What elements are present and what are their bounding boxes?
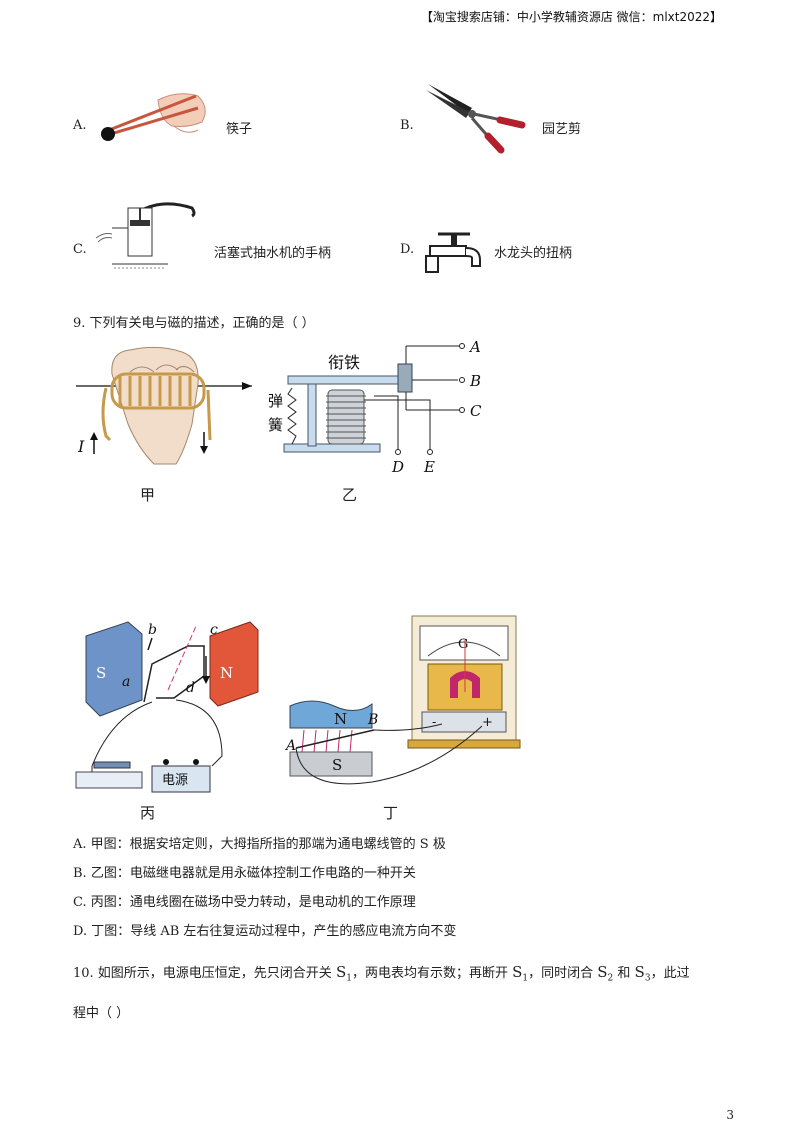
- page-number: 3: [726, 1108, 734, 1122]
- spring-label-1: 弹: [268, 392, 283, 410]
- fig-jia-ampere-rule: I: [76, 346, 252, 465]
- terminal-e: E: [423, 458, 435, 476]
- garden-shears-figure: [426, 84, 526, 154]
- wire-b: B: [367, 712, 378, 728]
- spring-label-2: 簧: [268, 416, 283, 434]
- terminal-a: A: [468, 340, 481, 356]
- point-c: c: [210, 622, 218, 638]
- option-b-letter: B.: [400, 118, 414, 133]
- fig-bing-motor: S N a b c d 电源: [75, 621, 259, 793]
- option-c-letter: C.: [73, 242, 87, 257]
- switch-s1-again: S1: [512, 963, 529, 984]
- q10-stem-line1: 10. 如图所示，电源电压恒定，先只闭合开关 S1，两电表均有示数；再断开 S1…: [73, 962, 690, 984]
- fig-yi-caption: 乙: [342, 486, 358, 504]
- faucet-figure: [425, 232, 481, 273]
- point-b: b: [148, 622, 157, 638]
- current-label: I: [77, 437, 85, 456]
- power-label: 电源: [162, 773, 188, 788]
- q9-option-a: A. 甲图：根据安培定则，大拇指所指的那端为通电螺线管的 S 极: [73, 837, 446, 852]
- switch-s3: S3: [634, 963, 651, 984]
- fig-ding-caption: 丁: [383, 804, 399, 822]
- q9-option-d: D. 丁图：导线 AB 左右往复运动过程中，产生的感应电流方向不变: [73, 924, 457, 939]
- point-d: d: [186, 680, 195, 696]
- ding-pole-n: N: [334, 710, 347, 728]
- q9-option-c: C. 丙图：通电线圈在磁场中受力转动，是电动机的工作原理: [73, 895, 416, 910]
- q10-part3: ，同时闭合: [528, 966, 598, 981]
- fig-yi-relay: 衔铁 弹 簧 A B C D E: [268, 340, 482, 476]
- q10-stem-line2: 程中（ ）: [73, 1006, 130, 1021]
- option-d-letter: D.: [400, 242, 415, 257]
- q10-part2: ，两电表均有示数；再断开: [351, 966, 513, 981]
- fig-jia-caption: 甲: [140, 486, 156, 504]
- q10-part1: 10. 如图所示，电源电压恒定，先只闭合开关: [73, 966, 336, 981]
- switch-s1: S1: [335, 963, 352, 984]
- armature-label: 衔铁: [328, 353, 360, 372]
- q9-option-b: B. 乙图：电磁继电器就是用永磁体控制工作电路的一种开关: [73, 866, 416, 881]
- option-c-label: 活塞式抽水机的手柄: [214, 246, 332, 261]
- terminal-d: D: [391, 458, 404, 476]
- option-b-label: 园艺剪: [542, 122, 582, 137]
- q10-part4: ，此过: [650, 966, 690, 981]
- point-a: a: [122, 674, 130, 690]
- minus-sign: -: [432, 715, 436, 730]
- option-a-label: 筷子: [226, 122, 253, 137]
- meter-g: G: [458, 637, 468, 652]
- wire-a: A: [284, 738, 296, 754]
- q10-and: 和: [613, 966, 635, 981]
- option-d-label: 水龙头的扭柄: [494, 246, 573, 261]
- plus-sign: +: [482, 715, 493, 730]
- shop-header: 【淘宝搜索店铺：中小学教辅资源店 微信：mlxt2022】: [420, 10, 722, 24]
- option-a-letter: A.: [73, 118, 87, 133]
- terminal-b: B: [469, 372, 481, 390]
- terminal-c: C: [470, 402, 482, 420]
- fig-ding-induction: G - + N S A B: [284, 615, 521, 785]
- fig-bing-caption: 丙: [140, 804, 156, 822]
- piston-pump-figure: [95, 202, 196, 269]
- q9-stem: 9. 下列有关电与磁的描述，正确的是（ ）: [73, 316, 315, 331]
- pole-n: N: [220, 664, 233, 682]
- switch-s2: S2: [597, 963, 614, 984]
- chopsticks-figure: [101, 93, 206, 141]
- ding-pole-s: S: [332, 756, 342, 774]
- pole-s: S: [96, 664, 106, 682]
